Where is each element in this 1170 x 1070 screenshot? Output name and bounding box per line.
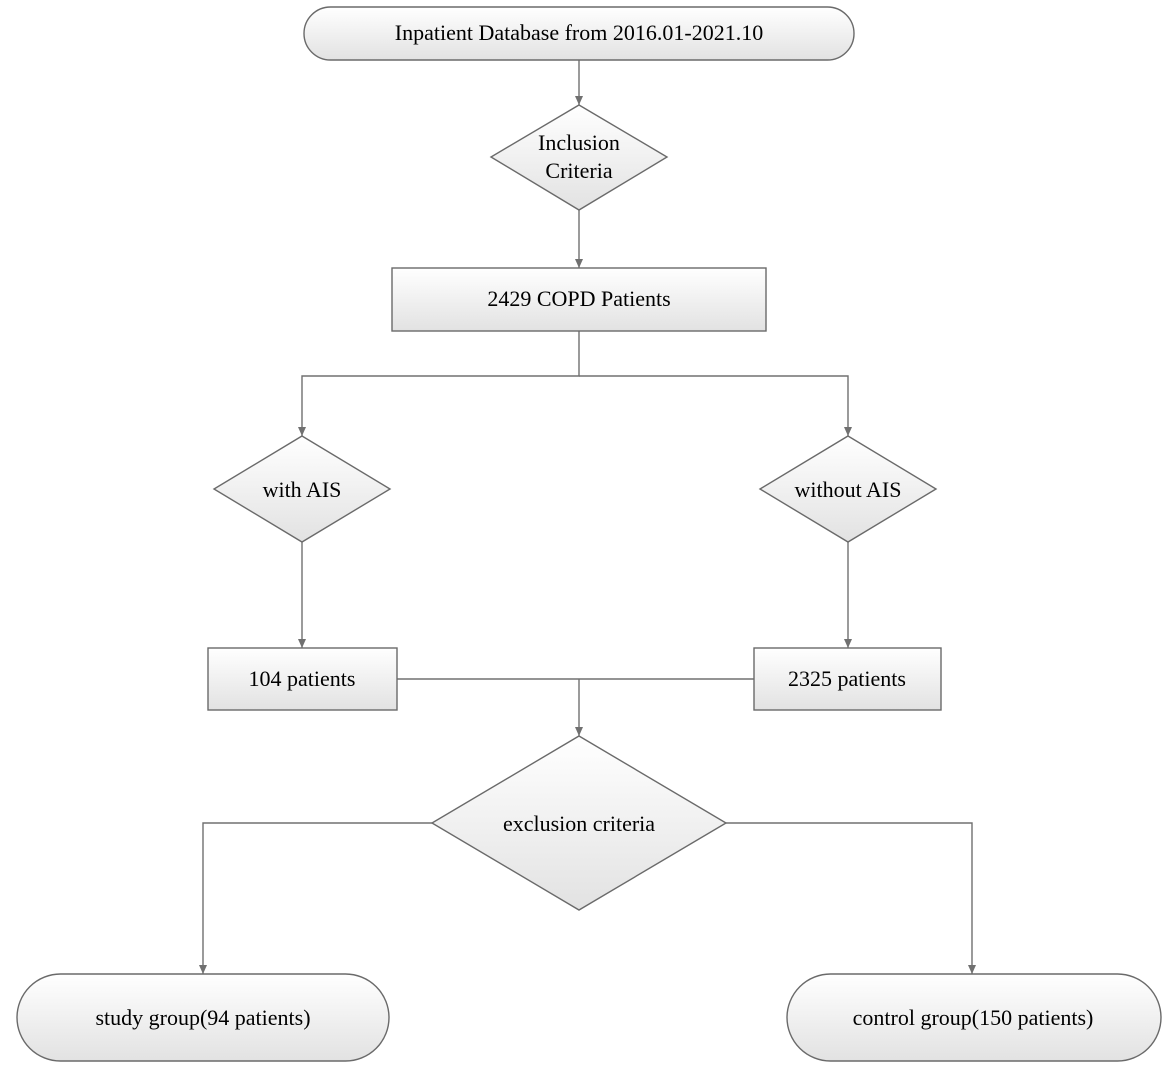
study-group-label: study group(94 patients) (95, 1005, 310, 1030)
without-ais-diamond: without AIS (758, 435, 938, 543)
database-label: Inpatient Database from 2016.01-2021.10 (395, 20, 763, 45)
exclusion-criteria-diamond: exclusion criteria (430, 735, 728, 911)
exclusion-label: exclusion criteria (503, 811, 655, 836)
patients-2325-box: 2325 patients (753, 647, 942, 711)
arrow-exclusion-to-study (199, 822, 432, 974)
copd-patients-box: 2429 COPD Patients (391, 267, 767, 332)
arrow-exclusion-to-control (726, 822, 976, 974)
patients-104-box: 104 patients (207, 647, 398, 711)
control-group-label: control group(150 patients) (853, 1005, 1094, 1030)
patients-2325-label: 2325 patients (788, 666, 906, 691)
control-group-node: control group(150 patients) (786, 973, 1162, 1062)
with-ais-label: with AIS (263, 477, 342, 502)
patients-104-label: 104 patients (249, 666, 356, 691)
study-group-node: study group(94 patients) (16, 973, 390, 1062)
connectors (199, 60, 976, 974)
inclusion-criteria-diamond: Inclusion Criteria (489, 104, 669, 211)
inclusion-label-line2: Criteria (545, 158, 612, 183)
connector-copd-split (298, 331, 580, 436)
connector-copd-split-right (579, 375, 852, 436)
database-node: Inpatient Database from 2016.01-2021.10 (303, 6, 855, 61)
inclusion-label-line1: Inclusion (538, 130, 620, 155)
with-ais-diamond: with AIS (212, 435, 392, 543)
copd-patients-label: 2429 COPD Patients (487, 286, 670, 311)
without-ais-label: without AIS (795, 477, 902, 502)
